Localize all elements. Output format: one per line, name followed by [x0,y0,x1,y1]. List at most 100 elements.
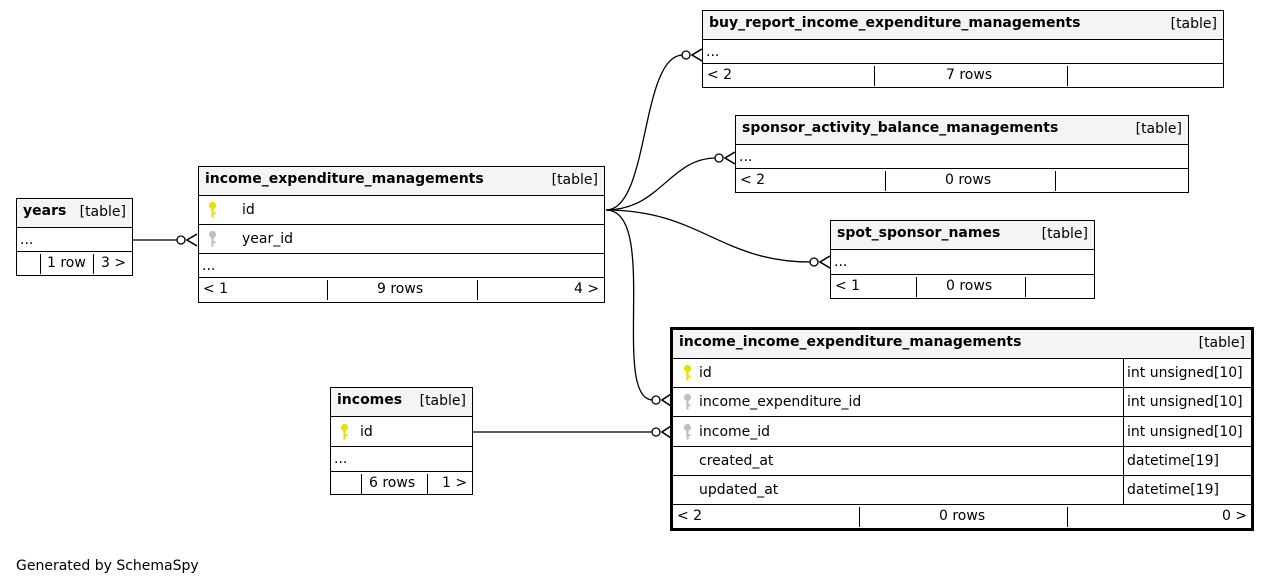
crowfoot-6 [660,425,672,439]
column-type: int unsigned[10] [1127,394,1243,410]
crowfoot-2 [690,48,703,62]
child-count[interactable]: 3 > [101,255,127,271]
column-type: datetime[19] [1127,453,1219,469]
table-kind: [table] [1041,226,1088,242]
column-type: datetime[19] [1127,482,1219,498]
column-type: int unsigned[10] [1127,365,1243,381]
child-count[interactable]: 0 > [1222,508,1248,524]
child-count[interactable]: 1 > [442,475,468,491]
column-row: updated_at datetime[19] [673,476,1251,505]
column-row: created_at datetime[19] [673,447,1251,476]
table-name: sponsor_activity_balance_managements [742,120,1059,136]
ellipsis: ... [202,257,216,274]
column-name: id [699,365,712,381]
table-kind: [table] [79,204,126,220]
column-name: income_id [699,423,771,440]
column-row: id int unsigned[10] [673,359,1251,388]
ellipsis-row: ... [736,145,1188,169]
table-kind: [table] [551,172,598,188]
primary-key-icon [208,201,217,218]
table-name: income_expenditure_managements [205,171,484,187]
row-count: 9 rows [377,281,424,297]
ellipsis-row: ... [17,228,132,252]
table-name: years [23,203,67,219]
column-name: id [242,202,255,218]
ellipsis: ... [20,231,34,248]
table-header: income_expenditure_managements [table] [199,167,604,196]
column-name: created_at [699,453,774,469]
column-row: year_id [199,225,604,254]
link-iem-buy [605,54,684,211]
table-header: spot_sponsor_names [table] [831,221,1094,250]
table-name: incomes [337,392,403,408]
row-count: 0 rows [946,278,993,294]
ellipsis: ... [706,43,720,60]
column-row: income_id int unsigned[10] [673,417,1251,447]
table-buy-report-income-expenditure-managements[interactable]: buy_report_income_expenditure_management… [702,10,1224,88]
table-footer: < 2 7 rows [703,64,1223,87]
optional-circle-3 [714,153,724,163]
table-kind: [table] [1170,16,1217,32]
table-footer: < 1 9 rows 4 > [199,278,604,301]
parent-count[interactable]: < 2 [707,67,733,83]
parent-count[interactable]: < 1 [835,278,861,294]
crowfoot-1 [185,233,198,247]
link-iem-spot [605,209,812,263]
crowfoot-4 [818,255,831,269]
crowfoot-5 [660,393,672,407]
table-years[interactable]: years [table] ... 1 row 3 > [16,198,133,276]
row-count: 0 rows [939,508,986,524]
table-footer: < 2 0 rows [736,169,1188,192]
parent-count[interactable]: < 2 [740,172,766,188]
optional-circle-2 [681,50,691,60]
ellipsis: ... [834,254,848,270]
foreign-key-icon [683,393,692,410]
table-spot-sponsor-names[interactable]: spot_sponsor_names [table] ... < 1 0 row… [830,220,1095,299]
ellipsis-row: ... [331,447,472,472]
parent-count[interactable]: < 1 [203,281,229,297]
table-income-income-expenditure-managements[interactable]: income_income_expenditure_managements [t… [670,327,1254,531]
table-header: sponsor_activity_balance_managements [ta… [736,116,1188,145]
table-header: years [table] [17,199,132,228]
child-count[interactable]: 4 > [574,281,600,297]
column-name: updated_at [699,482,779,498]
table-income-expenditure-managements[interactable]: income_expenditure_managements [table] i… [198,166,605,303]
column-name: id [360,423,373,440]
column-row: id [331,417,472,447]
table-footer: 6 rows 1 > [331,472,472,495]
link-iem-iiem [605,209,654,401]
row-count: 1 row [47,255,86,271]
optional-circle-5 [651,395,661,405]
table-header: incomes [table] [331,388,472,417]
generated-by-label: Generated by SchemaSpy [16,558,199,574]
foreign-key-icon [683,423,692,439]
table-footer: < 2 0 rows 0 > [673,505,1251,528]
row-count: 6 rows [369,475,416,491]
table-sponsor-activity-balance-managements[interactable]: sponsor_activity_balance_managements [ta… [735,115,1189,193]
table-header: income_income_expenditure_managements [t… [673,330,1251,359]
optional-circle-1 [176,235,186,245]
table-kind: [table] [419,393,466,409]
row-count: 0 rows [945,172,992,188]
table-kind: [table] [1135,121,1182,137]
link-iem-spons [605,157,717,211]
optional-circle-6 [651,427,661,437]
table-name: buy_report_income_expenditure_management… [709,15,1081,31]
table-footer: 1 row 3 > [17,252,132,275]
column-row: id [199,196,604,225]
primary-key-icon [683,364,692,381]
column-type: int unsigned[10] [1127,423,1243,440]
ellipsis: ... [334,451,348,467]
crowfoot-3 [723,151,736,165]
table-kind: [table] [1198,335,1245,351]
optional-circle-4 [809,257,819,267]
column-name: year_id [242,231,294,247]
table-incomes[interactable]: incomes [table] id ... 6 rows 1 > [330,387,473,495]
column-name: income_expenditure_id [699,394,862,410]
primary-key-icon [340,423,349,439]
ellipsis-row: ... [199,254,604,278]
parent-count[interactable]: < 2 [677,508,703,524]
table-name: income_income_expenditure_managements [679,334,1022,350]
row-count: 7 rows [946,67,993,83]
